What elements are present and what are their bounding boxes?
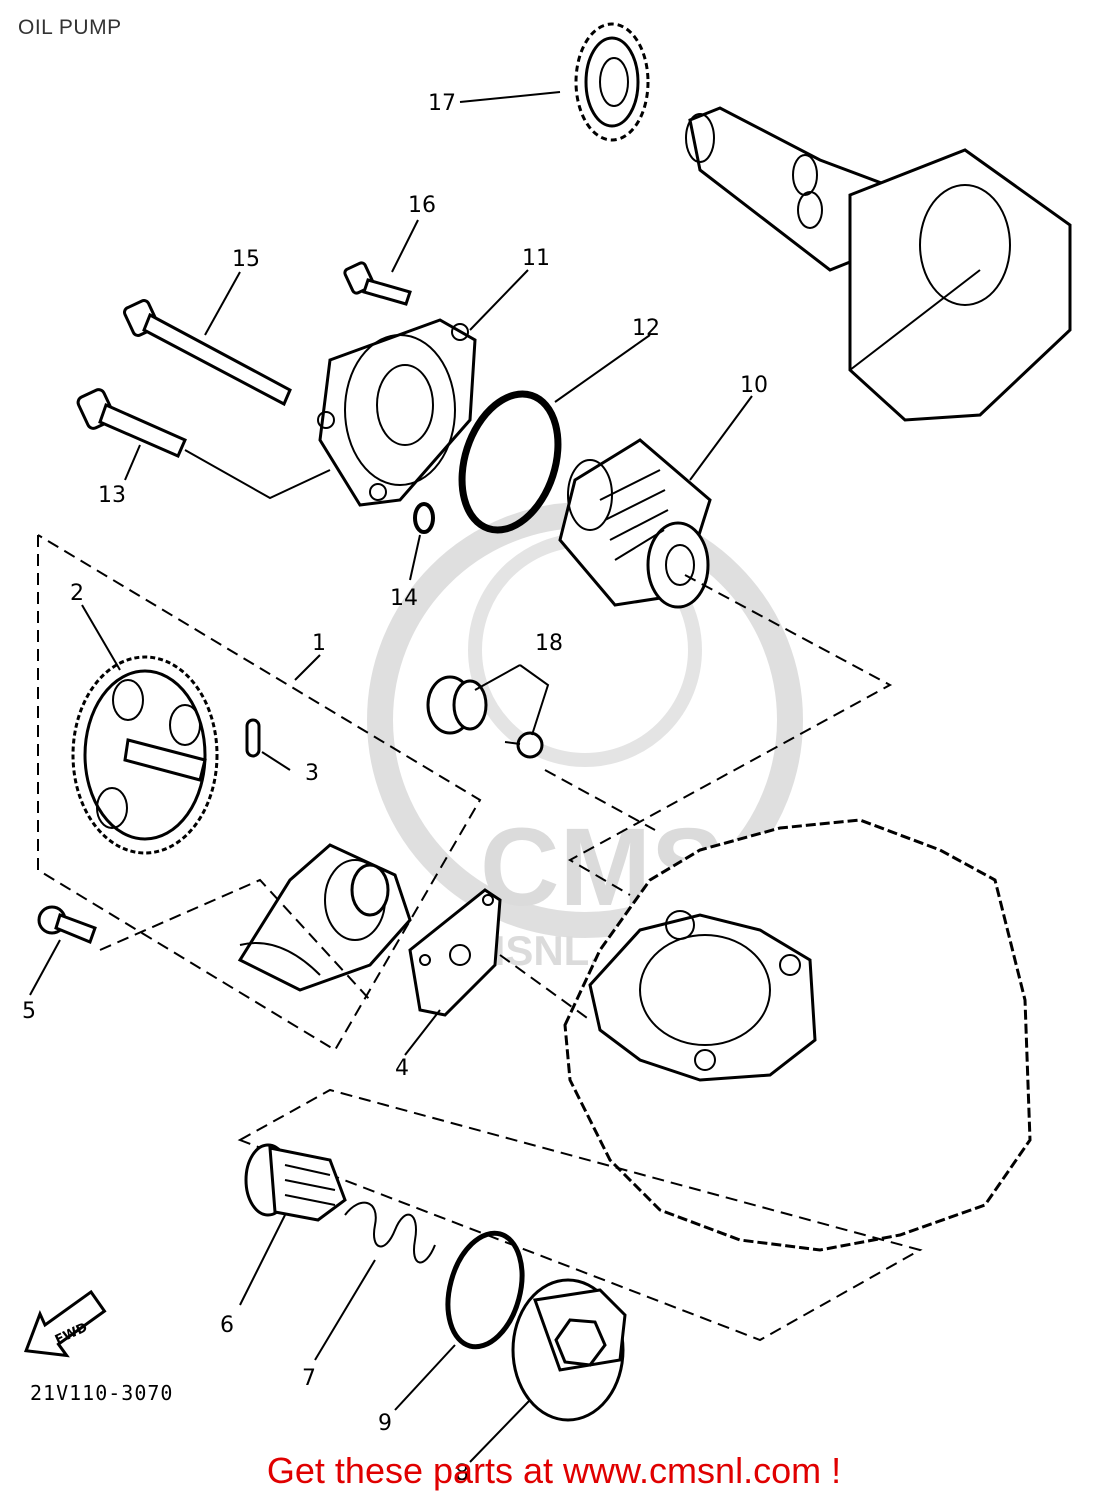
callout-7: 7: [302, 1366, 316, 1391]
part-5-screw: [37, 905, 97, 944]
part-15-long-bolt: [123, 299, 292, 407]
callout-9: 9: [378, 1411, 392, 1436]
page-title: OIL PUMP: [18, 16, 122, 39]
pump-assembly-bracket: [37, 534, 482, 1052]
callout-6: 6: [220, 1313, 234, 1338]
callout-15: 15: [232, 247, 260, 272]
callout-12: 12: [632, 316, 660, 341]
callout-11: 11: [522, 246, 550, 271]
part-9-drain-o-ring: [445, 1230, 525, 1350]
crankcase: [563, 818, 1032, 1252]
part-2-pump-gear: [71, 655, 219, 855]
part-12-o-ring: [458, 390, 562, 534]
assembly-guide-lines: [99, 574, 893, 1021]
callout-5: 5: [22, 999, 36, 1024]
part-16-bolt: [343, 261, 412, 306]
part-3-dowel-pin: [245, 718, 261, 758]
callout-2: 2: [70, 581, 84, 606]
part-13-bolt: [76, 388, 187, 458]
callout-4: 4: [395, 1056, 409, 1081]
part-7-spring: [344, 1201, 436, 1264]
leader-lines: [29, 91, 753, 1463]
part-4-gasket-plate: [408, 888, 502, 1017]
callout-17: 17: [428, 91, 456, 116]
callout-numbers: 17 16 15 11 12 10 13 14 2 1 18 3 5 4 6 7…: [22, 91, 768, 1486]
strainer-assembly-bracket: [237, 1088, 923, 1342]
part-11-pump-cover: [317, 318, 477, 507]
diagram-reference-code: 21V110-3070: [30, 1381, 173, 1405]
callout-1: 1: [312, 631, 326, 656]
callout-16: 16: [408, 193, 436, 218]
callout-13: 13: [98, 483, 126, 508]
part-8-drain-bolt: [511, 1278, 627, 1422]
get-parts-link[interactable]: Get these parts at www.cmsnl.com !: [266, 1450, 842, 1491]
callout-10: 10: [740, 373, 768, 398]
part-6-oil-strainer: [244, 1143, 347, 1222]
callout-3: 3: [305, 761, 319, 786]
callout-8: 8: [455, 1461, 469, 1486]
pump-body: [237, 843, 412, 992]
part-10-oil-filter: [558, 438, 712, 609]
part-14-small-o-ring: [413, 502, 435, 534]
callout-14: 14: [390, 586, 418, 611]
part-17-drive-gear: [574, 22, 650, 142]
fwd-arrow-icon: FWD: [23, 1289, 107, 1358]
part-18-plug-and-screw: [426, 675, 544, 759]
callout-18: 18: [535, 631, 563, 656]
crankshaft-assembly: [685, 106, 1072, 422]
